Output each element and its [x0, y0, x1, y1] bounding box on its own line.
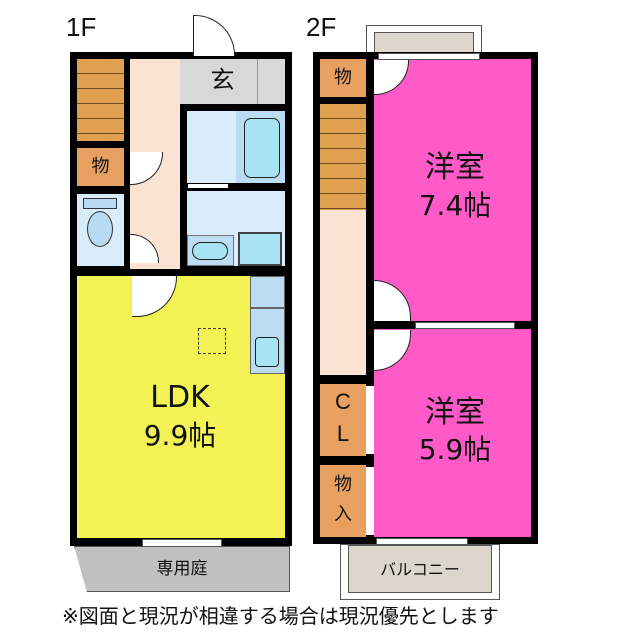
wall — [180, 183, 285, 191]
western-room-2-label: 洋室 — [425, 395, 485, 431]
toilet-bowl-icon — [87, 211, 113, 247]
balcony-label: バルコニー — [380, 559, 460, 579]
washbasin-icon — [192, 242, 228, 260]
storage-2f-bottom-label-2: 入 — [334, 503, 352, 525]
closet-door[interactable] — [366, 386, 374, 454]
bath-door[interactable] — [188, 184, 228, 188]
entrance — [180, 59, 285, 104]
ceiling-storage-icon — [198, 328, 226, 354]
storage-2f-bottom — [320, 465, 366, 537]
stairs-2f — [320, 104, 366, 210]
entrance-label: 玄 — [210, 66, 235, 95]
storage-bottom-door[interactable] — [366, 467, 374, 535]
wall — [285, 276, 292, 546]
western-room-2-size: 5.9帖 — [418, 433, 492, 467]
divider — [257, 59, 258, 104]
storage-1f — [77, 148, 124, 186]
balcony-top-floor — [374, 32, 474, 54]
closet-label-c: C — [335, 389, 351, 415]
closet-label-l: L — [336, 421, 350, 447]
western-room-2 — [374, 329, 531, 537]
disclaimer-note: ※図面と現況が相違する場合は現況優先とします — [62, 604, 499, 628]
western-room-1-label: 洋室 — [425, 150, 485, 186]
sink-icon — [255, 337, 279, 367]
storage-2f-top-label: 物 — [334, 66, 352, 88]
garden-label: 専用庭 — [156, 559, 208, 580]
ldk-window — [142, 539, 222, 547]
wall — [70, 276, 77, 546]
fridge-space — [250, 276, 285, 308]
room1-window — [378, 53, 480, 60]
balcony-floor — [348, 545, 492, 593]
ldk-size: 9.9帖 — [143, 419, 217, 453]
floor-label-2f: 2F — [306, 12, 337, 42]
closet — [320, 384, 366, 456]
bathtub-icon — [244, 118, 280, 178]
private-garden — [74, 546, 290, 592]
storage-2f-top — [320, 59, 366, 97]
storage-2f-bottom-label-1: 物 — [334, 473, 352, 495]
room-divider-window — [415, 322, 515, 329]
floor-label-1f: 1F — [66, 12, 97, 42]
stairs-1f — [77, 59, 124, 141]
entrance-door[interactable] — [193, 15, 235, 56]
storage-1f-label: 物 — [91, 155, 110, 177]
western-room-1-size: 7.4帖 — [418, 189, 492, 223]
ldk-label: LDK — [150, 380, 210, 416]
hallway-2f — [320, 210, 366, 375]
toilet-tank-icon — [83, 198, 117, 209]
washing-machine-icon — [238, 232, 282, 266]
western-room-1 — [374, 59, 531, 321]
